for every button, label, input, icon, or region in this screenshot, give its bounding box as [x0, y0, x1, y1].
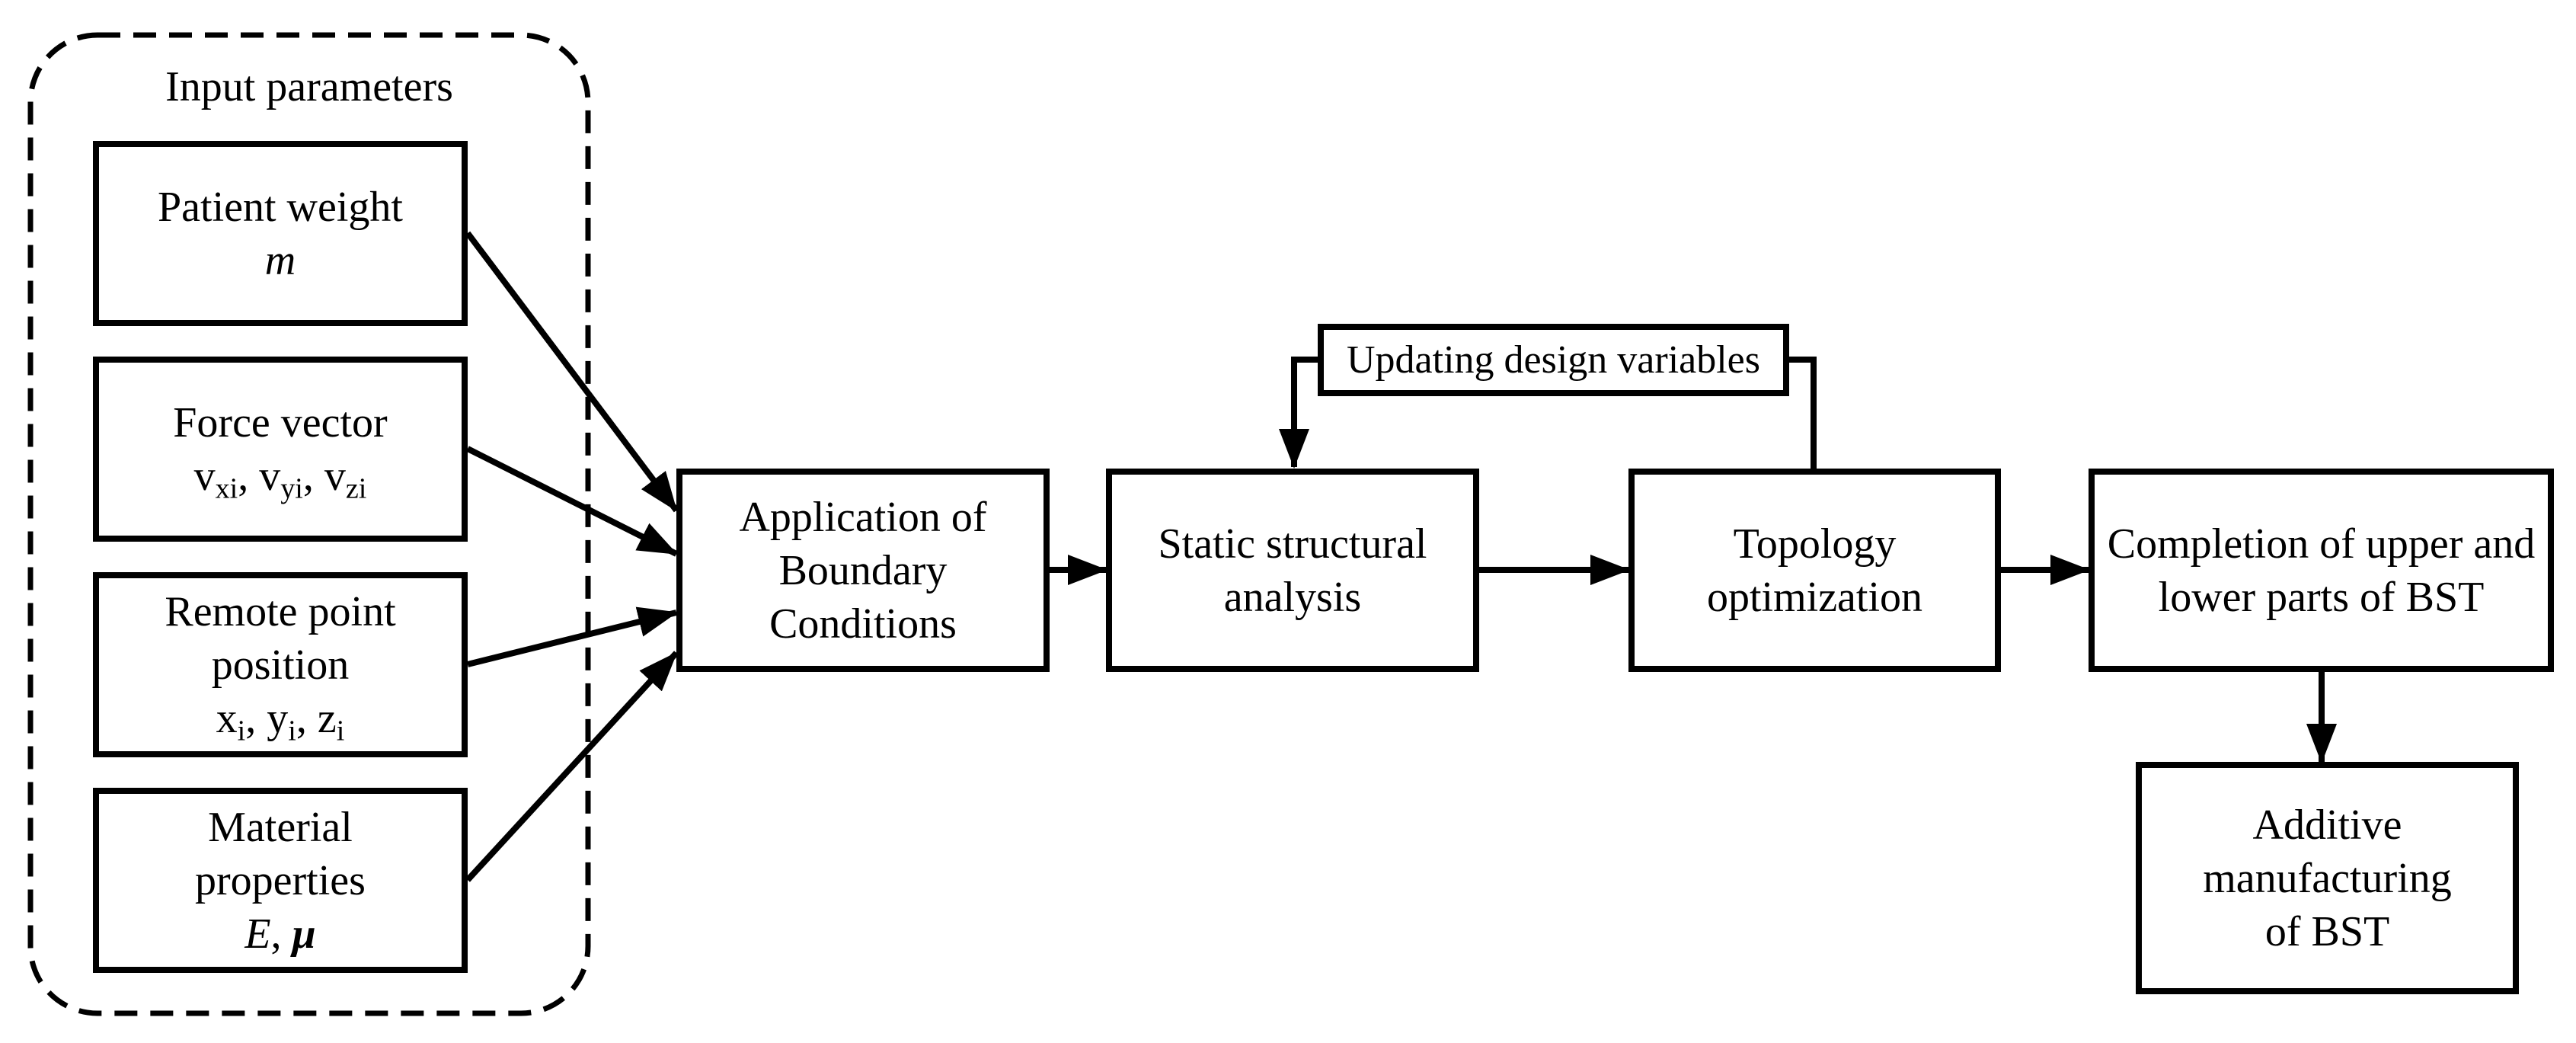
arrow-remote-point-to-application	[467, 606, 678, 667]
patient-weight-label: Patient weight	[158, 183, 403, 231]
arrow-material-properties-to-application	[465, 651, 679, 882]
topology-line1: Topology	[1733, 520, 1897, 568]
material-properties-label-line1: Material	[208, 803, 353, 851]
arrow-patient-weight-to-application	[465, 231, 679, 513]
patient-weight-box: Patient weight m	[93, 141, 468, 326]
remote-point-label-line1: Remote point	[165, 587, 396, 635]
static-line2: analysis	[1223, 573, 1362, 621]
force-vector-formula: vxi, vyi, vzi	[193, 452, 367, 505]
additive-manufacturing-box: Additive manufacturing of BST	[2136, 762, 2519, 994]
application-line3: Conditions	[769, 600, 957, 648]
static-line1: Static structural	[1158, 520, 1427, 568]
updating-design-variables-box: Updating design variables	[1318, 324, 1789, 396]
input-parameters-group-border	[27, 32, 591, 1016]
additive-line1: Additive	[2252, 801, 2402, 849]
application-line1: Application of	[739, 493, 987, 541]
patient-weight-formula: m	[264, 236, 296, 284]
remote-point-box: Remote point position xi, yi, zi	[93, 572, 468, 757]
updating-label: Updating design variables	[1347, 338, 1760, 382]
completion-line2: lower parts of BST	[2158, 573, 2485, 621]
feedback-line-topology-to-updating	[1789, 357, 1817, 469]
feedback-arrow-updating-to-static	[1279, 357, 1318, 469]
static-structural-analysis-box: Static structural analysis	[1106, 469, 1479, 672]
remote-point-formula: xi, yi, zi	[216, 694, 345, 747]
material-properties-label-line2: properties	[195, 856, 366, 904]
application-boundary-conditions-box: Application of Boundary Conditions	[676, 469, 1050, 672]
input-parameters-title: Input parameters	[165, 63, 453, 110]
topology-line2: optimization	[1706, 573, 1923, 621]
force-vector-box: Force vector vxi, vyi, vzi	[93, 357, 468, 542]
material-properties-formula: E, μ	[244, 910, 316, 958]
additive-line3: of BST	[2264, 907, 2390, 955]
material-properties-box: Material properties E, μ	[93, 788, 468, 973]
topology-optimization-box: Topology optimization	[1628, 469, 2001, 672]
completion-bst-box: Completion of upper and lower parts of B…	[2089, 469, 2554, 672]
remote-point-label-line2: position	[211, 641, 350, 689]
completion-line1: Completion of upper and	[2107, 520, 2536, 568]
additive-line2: manufacturing	[2203, 854, 2452, 902]
arrow-force-vector-to-application	[466, 446, 678, 557]
force-vector-label: Force vector	[173, 398, 388, 446]
application-line2: Boundary	[778, 546, 948, 594]
